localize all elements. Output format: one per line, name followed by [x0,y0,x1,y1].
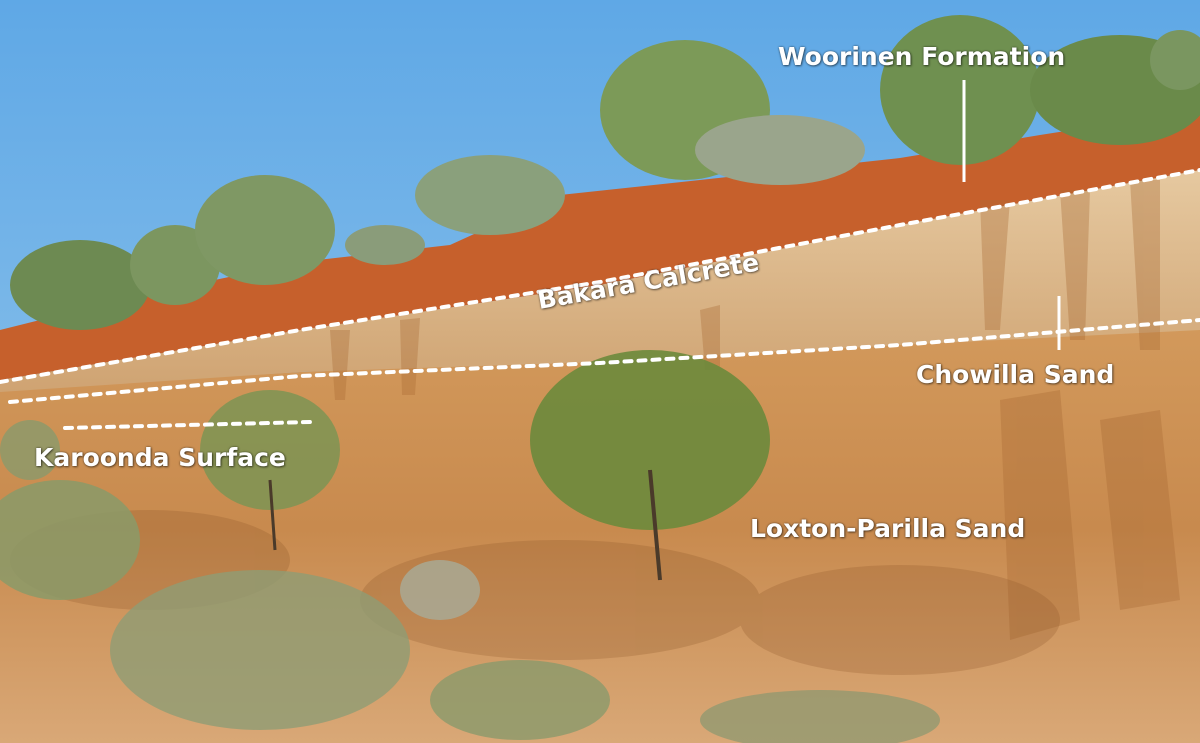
label-karoonda-surface: Karoonda Surface [34,443,286,472]
boundary-bakara-loxton [8,318,1200,404]
boundary-lines [0,168,1200,430]
foreground-shrubs [0,350,940,743]
boundary-woorinen-bakara [0,168,1200,384]
label-chowilla-sand: Chowilla Sand [916,360,1115,389]
woorinen-topsoil-layer [0,110,1200,380]
erosion-texture [330,180,1180,640]
karoonda-surface-line [63,420,312,430]
label-loxton-parilla-sand: Loxton-Parilla Sand [750,514,1026,543]
label-woorinen-formation: Woorinen Formation [778,42,1066,71]
skyline-trees [10,15,1200,330]
